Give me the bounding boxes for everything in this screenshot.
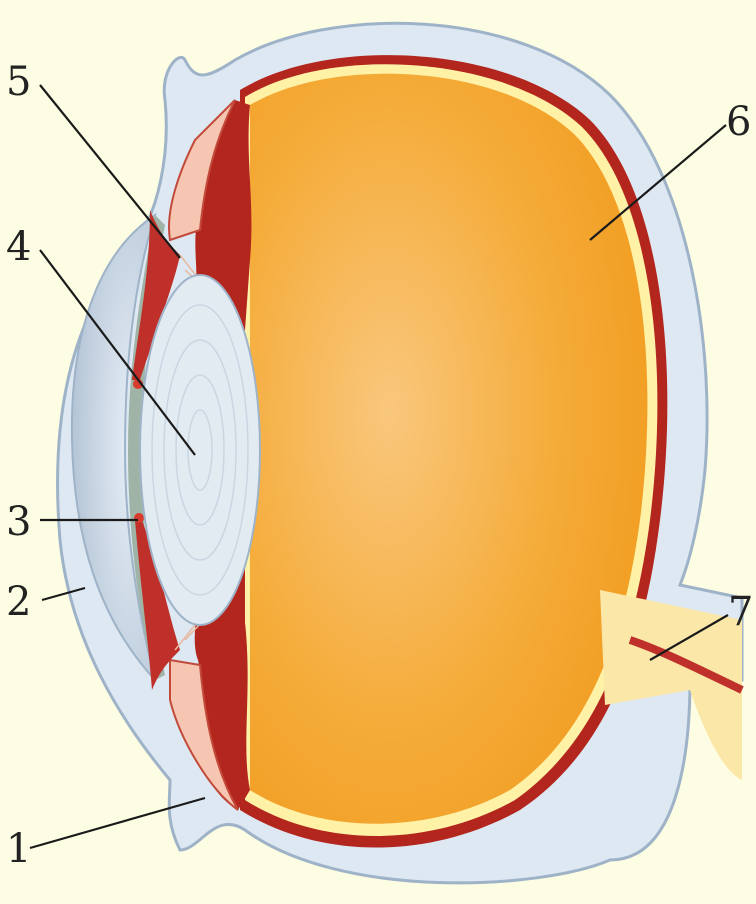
label-2: 2 — [6, 579, 31, 625]
label-4: 4 — [6, 224, 31, 270]
leader-line-5 — [40, 85, 180, 258]
label-1: 1 — [6, 826, 31, 872]
label-7: 7 — [728, 589, 753, 635]
pupil-edge-lower — [134, 513, 144, 523]
lens — [140, 275, 260, 625]
label-6: 6 — [726, 99, 751, 145]
label-3: 3 — [6, 499, 31, 545]
label-5: 5 — [6, 59, 31, 105]
